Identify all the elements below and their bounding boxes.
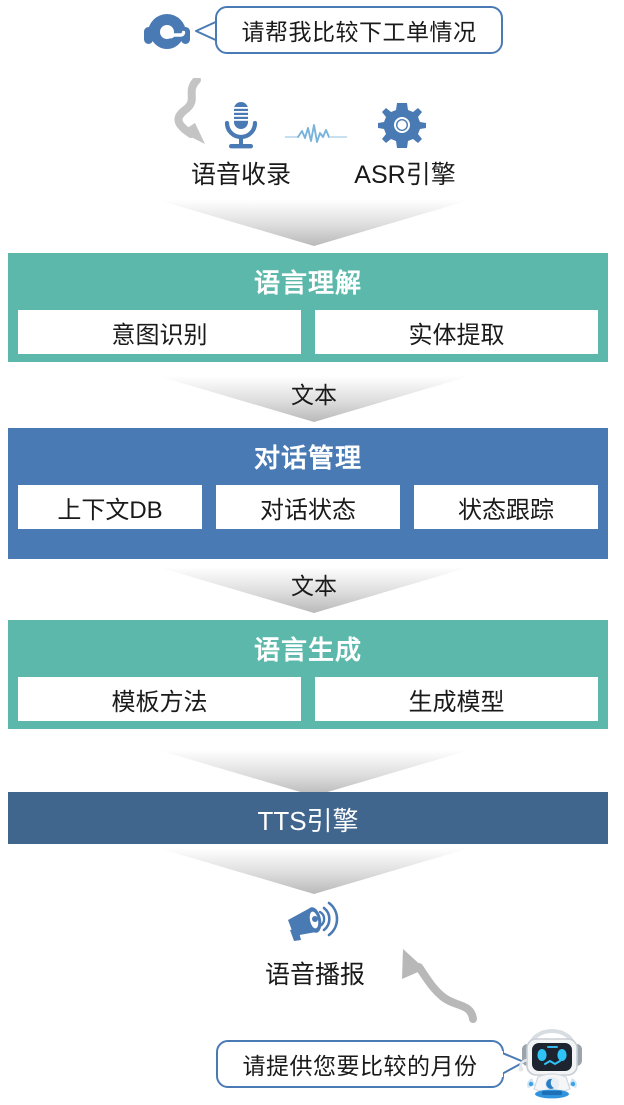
flow-arrow-2-label: 文本 <box>291 382 337 408</box>
stage-box[interactable]: 意图识别 <box>18 310 301 354</box>
capture-label-asr: ASR引擎 <box>354 161 456 189</box>
stage-box[interactable]: 实体提取 <box>315 310 598 354</box>
headset-operator-icon <box>140 8 202 56</box>
curved-arrow-up-left-icon <box>385 945 479 1027</box>
flow-arrow-2: 文本 <box>158 374 470 424</box>
stage-title-dm: 对话管理 <box>253 443 362 473</box>
output-label-broadcast: 语音播报 <box>264 961 365 989</box>
flow-arrow-3-label: 文本 <box>291 573 337 599</box>
flow-arrow-4 <box>158 748 470 798</box>
user-speech-bubble: 请帮我比较下工单情况 <box>215 6 503 54</box>
curved-arrow-down-right-icon <box>155 76 233 150</box>
stage-boxes-nlg: 模板方法 生成模型 <box>8 667 608 735</box>
stage-box[interactable]: 对话状态 <box>216 485 400 529</box>
stage-box[interactable]: 状态跟踪 <box>414 485 598 529</box>
microphone-icon <box>218 100 264 150</box>
user-turn-row: 请帮我比较下工单情况 <box>140 4 520 64</box>
stage-panel-nlu: 语言理解 意图识别 实体提取 <box>8 253 608 362</box>
capture-label-voice: 语音收录 <box>190 161 291 189</box>
user-bubble-text: 请帮我比较下工单情况 <box>241 19 477 45</box>
stage-boxes-dm: 上下文DB 对话状态 状态跟踪 <box>8 475 608 543</box>
stage-box[interactable]: 模板方法 <box>18 677 301 721</box>
megaphone-icon <box>284 898 342 944</box>
flow-arrow-1 <box>158 198 470 248</box>
stage-panel-tts: TTS引擎 <box>8 792 608 844</box>
stage-title-nlg: 语言生成 <box>253 635 362 665</box>
bot-speech-bubble: 请提供您要比较的月份 <box>216 1040 504 1088</box>
stage-box[interactable]: 生成模型 <box>315 677 598 721</box>
stage-panel-dm: 对话管理 上下文DB 对话状态 状态跟踪 <box>8 428 608 559</box>
stage-box[interactable]: 上下文DB <box>18 485 202 529</box>
stage-title-nlu: 语言理解 <box>253 268 362 298</box>
stage-panel-nlg: 语言生成 模板方法 生成模型 <box>8 620 608 729</box>
bot-bubble-text: 请提供您要比较的月份 <box>242 1053 478 1079</box>
gear-icon <box>378 100 426 148</box>
audio-waveform-icon <box>285 122 347 146</box>
flow-arrow-5 <box>158 846 470 896</box>
robot-assistant-icon <box>512 1022 592 1100</box>
stage-title-tts: TTS引擎 <box>257 806 359 836</box>
stage-boxes-nlu: 意图识别 实体提取 <box>8 300 608 368</box>
flow-arrow-3: 文本 <box>158 565 470 615</box>
